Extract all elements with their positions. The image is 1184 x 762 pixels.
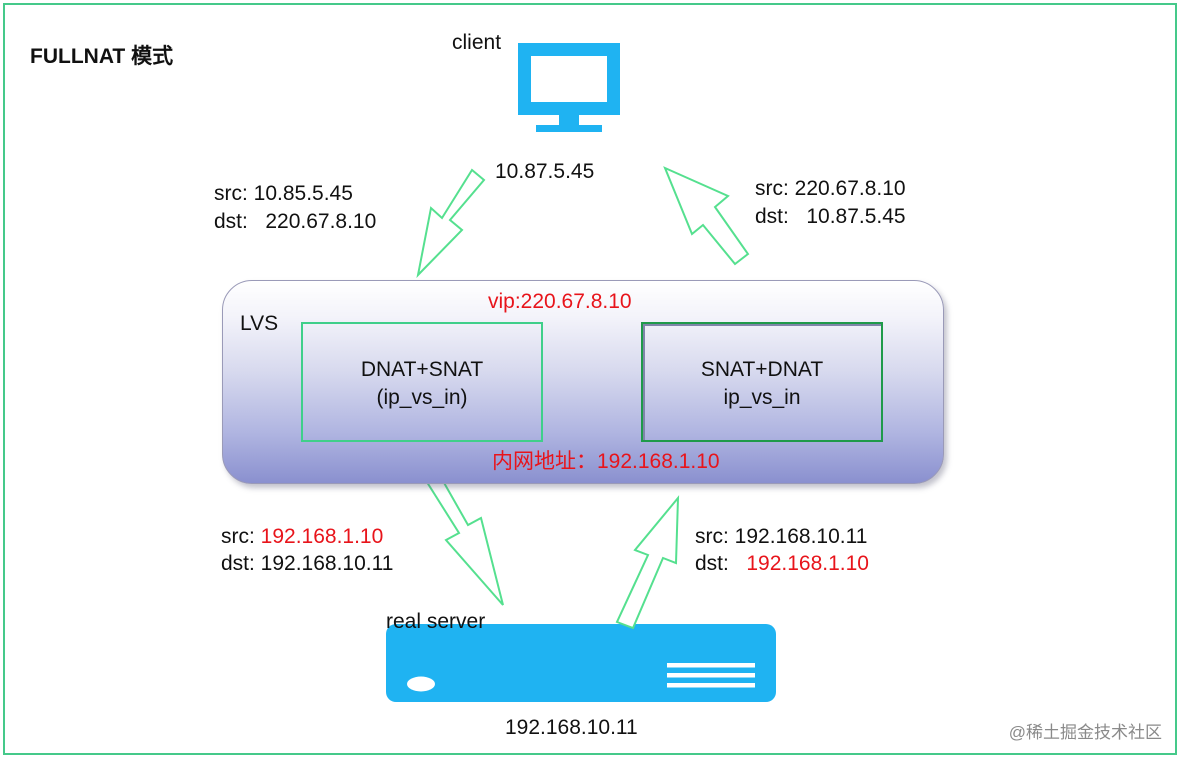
lvs-outbound-module: SNAT+DNAT ip_vs_in: [641, 322, 883, 442]
outbound-module-line2: ip_vs_in: [723, 386, 801, 409]
flow-in-dst: dst: 220.67.8.10: [214, 210, 377, 233]
flow-to-server-src: src: 192.168.1.10: [221, 525, 384, 548]
flow-from-server-src: src: 192.168.10.11: [695, 525, 868, 548]
client-monitor-icon: [518, 43, 620, 132]
lvs-internal-address: 内网地址：192.168.1.10: [492, 450, 720, 473]
flow-from-server-dst: dst: 192.168.1.10: [695, 552, 869, 575]
lvs-box: [222, 280, 944, 484]
real-server-icon: [386, 624, 776, 702]
arrow-lvs-to-client: [663, 166, 750, 266]
lvs-label: LVS: [240, 312, 279, 335]
flow-to-server-dst: dst: 192.168.10.11: [221, 552, 394, 575]
real-server-label: real server: [386, 610, 486, 633]
arrow-client-to-lvs: [416, 168, 486, 279]
inbound-module-line2: (ip_vs_in): [376, 386, 468, 409]
arrow-server-to-lvs: [615, 495, 680, 630]
diagram-title: FULLNAT 模式: [30, 45, 174, 68]
lvs-inbound-module: DNAT+SNAT (ip_vs_in): [301, 322, 543, 442]
watermark: @稀土掘金技术社区: [1008, 723, 1162, 742]
flow-out-src: src: 220.67.8.10: [755, 177, 906, 200]
diagram-frame: [3, 3, 1177, 755]
real-server-ip: 192.168.10.11: [505, 716, 638, 739]
flow-from-server-dst-ip: 192.168.1.10: [746, 552, 869, 575]
flow-out-dst: dst: 10.87.5.45: [755, 205, 906, 228]
inbound-module-line1: DNAT+SNAT: [360, 358, 484, 381]
lvs-vip: vip:220.67.8.10: [488, 290, 632, 313]
flow-in-src: src: 10.85.5.45: [214, 182, 353, 205]
client-label: client: [452, 31, 502, 54]
client-ip: 10.87.5.45: [495, 160, 595, 183]
flow-to-server-src-ip: 192.168.1.10: [260, 525, 384, 548]
outbound-module-line1: SNAT+DNAT: [700, 358, 824, 381]
